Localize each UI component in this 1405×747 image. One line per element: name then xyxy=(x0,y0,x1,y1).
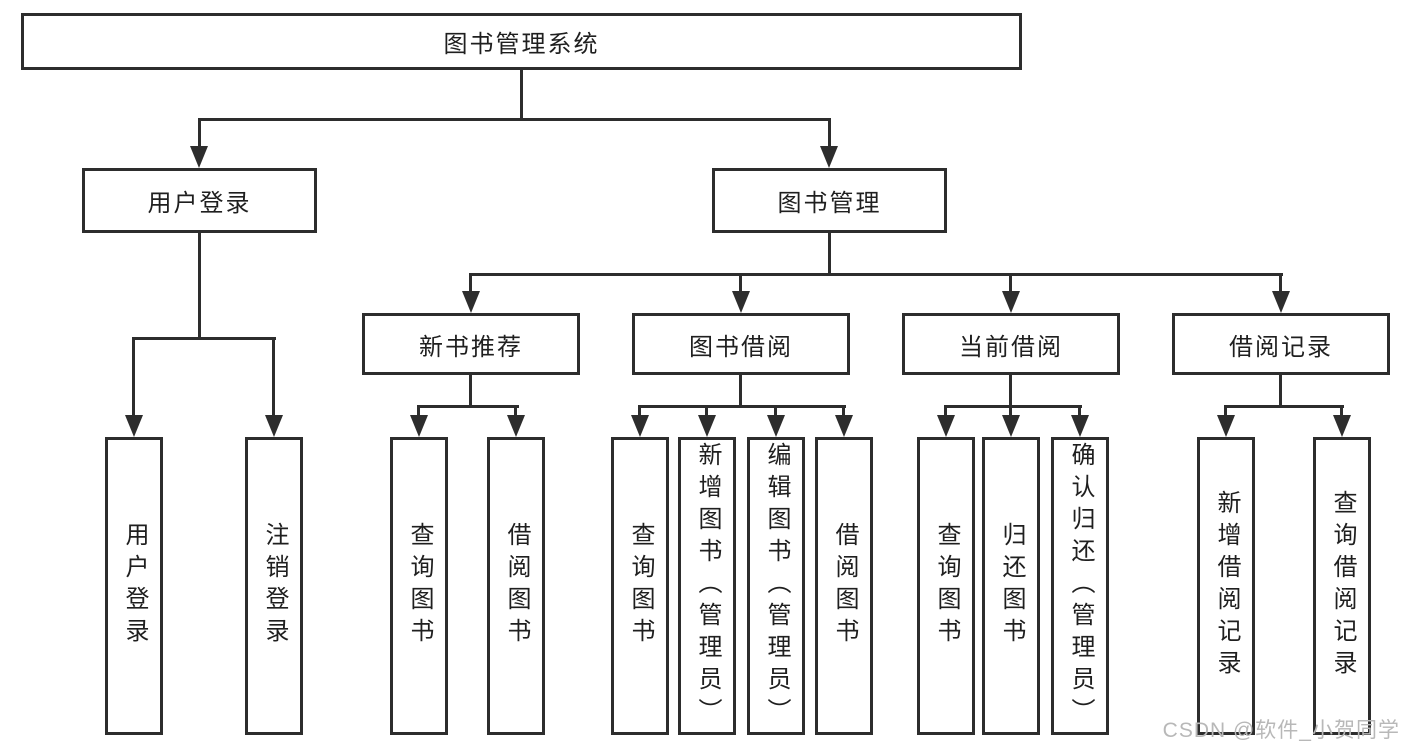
node-book-borrowing: 图书借阅 xyxy=(632,313,850,375)
arrow-down-icon xyxy=(820,146,838,168)
connector-line xyxy=(739,375,742,407)
arrow-down-icon xyxy=(1002,291,1020,313)
connector-line xyxy=(638,405,846,408)
arrow-down-icon xyxy=(462,291,480,313)
connector-line xyxy=(944,405,1082,408)
leaf-records-query-record: 查询借阅记录 xyxy=(1313,437,1371,735)
connector-line xyxy=(198,118,831,121)
leaf-user-login: 用户登录 xyxy=(105,437,163,735)
connector-line xyxy=(469,375,472,407)
leaf-current-return-books: 归还图书 xyxy=(982,437,1040,735)
connector-line xyxy=(1009,375,1012,407)
arrow-down-icon xyxy=(190,146,208,168)
connector-line xyxy=(417,405,519,408)
node-label: 新书推荐 xyxy=(419,333,523,361)
leaf-borrowing-edit-books-admin: 编辑图书（管理员） xyxy=(747,437,805,735)
connector-line xyxy=(944,405,947,417)
connector-line xyxy=(1279,273,1282,293)
arrow-down-icon xyxy=(1217,415,1235,437)
leaf-label: 新增图书（管理员） xyxy=(694,442,721,730)
arrow-down-icon xyxy=(265,415,283,437)
leaf-label: 借阅图书 xyxy=(831,522,858,650)
arrow-down-icon xyxy=(1071,415,1089,437)
connector-line xyxy=(514,405,517,417)
node-label: 借阅记录 xyxy=(1229,333,1333,361)
connector-line xyxy=(1009,405,1012,417)
leaf-borrowing-query-books: 查询图书 xyxy=(611,437,669,735)
connector-line xyxy=(272,337,275,417)
connector-line xyxy=(1009,273,1012,293)
connector-line xyxy=(1078,405,1081,417)
leaf-current-confirm-return-admin: 确认归还（管理员） xyxy=(1051,437,1109,735)
leaf-label: 查询图书 xyxy=(933,522,960,650)
node-label: 图书管理 xyxy=(777,190,882,217)
connector-line xyxy=(1224,405,1344,408)
arrow-down-icon xyxy=(410,415,428,437)
connector-line xyxy=(198,118,201,148)
connector-line xyxy=(198,233,201,340)
connector-line xyxy=(828,233,831,275)
connector-line xyxy=(1224,405,1227,417)
connector-line xyxy=(842,405,845,417)
arrow-down-icon xyxy=(631,415,649,437)
arrow-down-icon xyxy=(125,415,143,437)
connector-line xyxy=(638,405,641,417)
node-user-login: 用户登录 xyxy=(82,168,317,233)
arrow-down-icon xyxy=(507,415,525,437)
arrow-down-icon xyxy=(1002,415,1020,437)
node-borrowing-records: 借阅记录 xyxy=(1172,313,1390,375)
node-library-system-root: 图书管理系统 xyxy=(21,13,1022,70)
leaf-label: 查询图书 xyxy=(406,522,433,650)
leaf-newbooks-query-books: 查询图书 xyxy=(390,437,448,735)
connector-line xyxy=(469,273,472,293)
node-label: 图书管理系统 xyxy=(443,31,600,58)
node-label: 用户登录 xyxy=(147,190,252,217)
connector-line xyxy=(739,273,742,293)
node-current-borrowing: 当前借阅 xyxy=(902,313,1120,375)
connector-line xyxy=(417,405,420,417)
leaf-label: 注销登录 xyxy=(261,522,288,650)
arrow-down-icon xyxy=(835,415,853,437)
leaf-logout: 注销登录 xyxy=(245,437,303,735)
leaf-label: 确认归还（管理员） xyxy=(1067,442,1094,730)
node-book-management: 图书管理 xyxy=(712,168,947,233)
leaf-label: 查询图书 xyxy=(627,522,654,650)
connector-line xyxy=(774,405,777,417)
csdn-watermark: CSDN @软件_小贺同学 xyxy=(1162,719,1400,742)
arrow-down-icon xyxy=(732,291,750,313)
arrow-down-icon xyxy=(698,415,716,437)
leaf-newbooks-borrow-books: 借阅图书 xyxy=(487,437,545,735)
node-new-book-recommend: 新书推荐 xyxy=(362,313,580,375)
connector-line xyxy=(469,273,1283,276)
connector-line xyxy=(520,70,523,118)
leaf-label: 查询借阅记录 xyxy=(1329,490,1356,682)
leaf-current-query-books: 查询图书 xyxy=(917,437,975,735)
connector-line xyxy=(132,337,276,340)
leaf-label: 借阅图书 xyxy=(503,522,530,650)
arrow-down-icon xyxy=(1333,415,1351,437)
leaf-label: 新增借阅记录 xyxy=(1213,490,1240,682)
leaf-label: 用户登录 xyxy=(121,522,148,650)
arrow-down-icon xyxy=(937,415,955,437)
leaf-label: 编辑图书（管理员） xyxy=(763,442,790,730)
connector-line xyxy=(132,337,135,417)
node-label: 图书借阅 xyxy=(689,333,793,361)
connector-line xyxy=(705,405,708,417)
leaf-label: 归还图书 xyxy=(998,522,1025,650)
leaf-records-add-record: 新增借阅记录 xyxy=(1197,437,1255,735)
leaf-borrowing-borrow-books: 借阅图书 xyxy=(815,437,873,735)
leaf-borrowing-add-books-admin: 新增图书（管理员） xyxy=(678,437,736,735)
connector-line xyxy=(828,118,831,148)
node-label: 当前借阅 xyxy=(959,333,1063,361)
connector-line xyxy=(1279,375,1282,407)
arrow-down-icon xyxy=(767,415,785,437)
connector-line xyxy=(1340,405,1343,417)
arrow-down-icon xyxy=(1272,291,1290,313)
